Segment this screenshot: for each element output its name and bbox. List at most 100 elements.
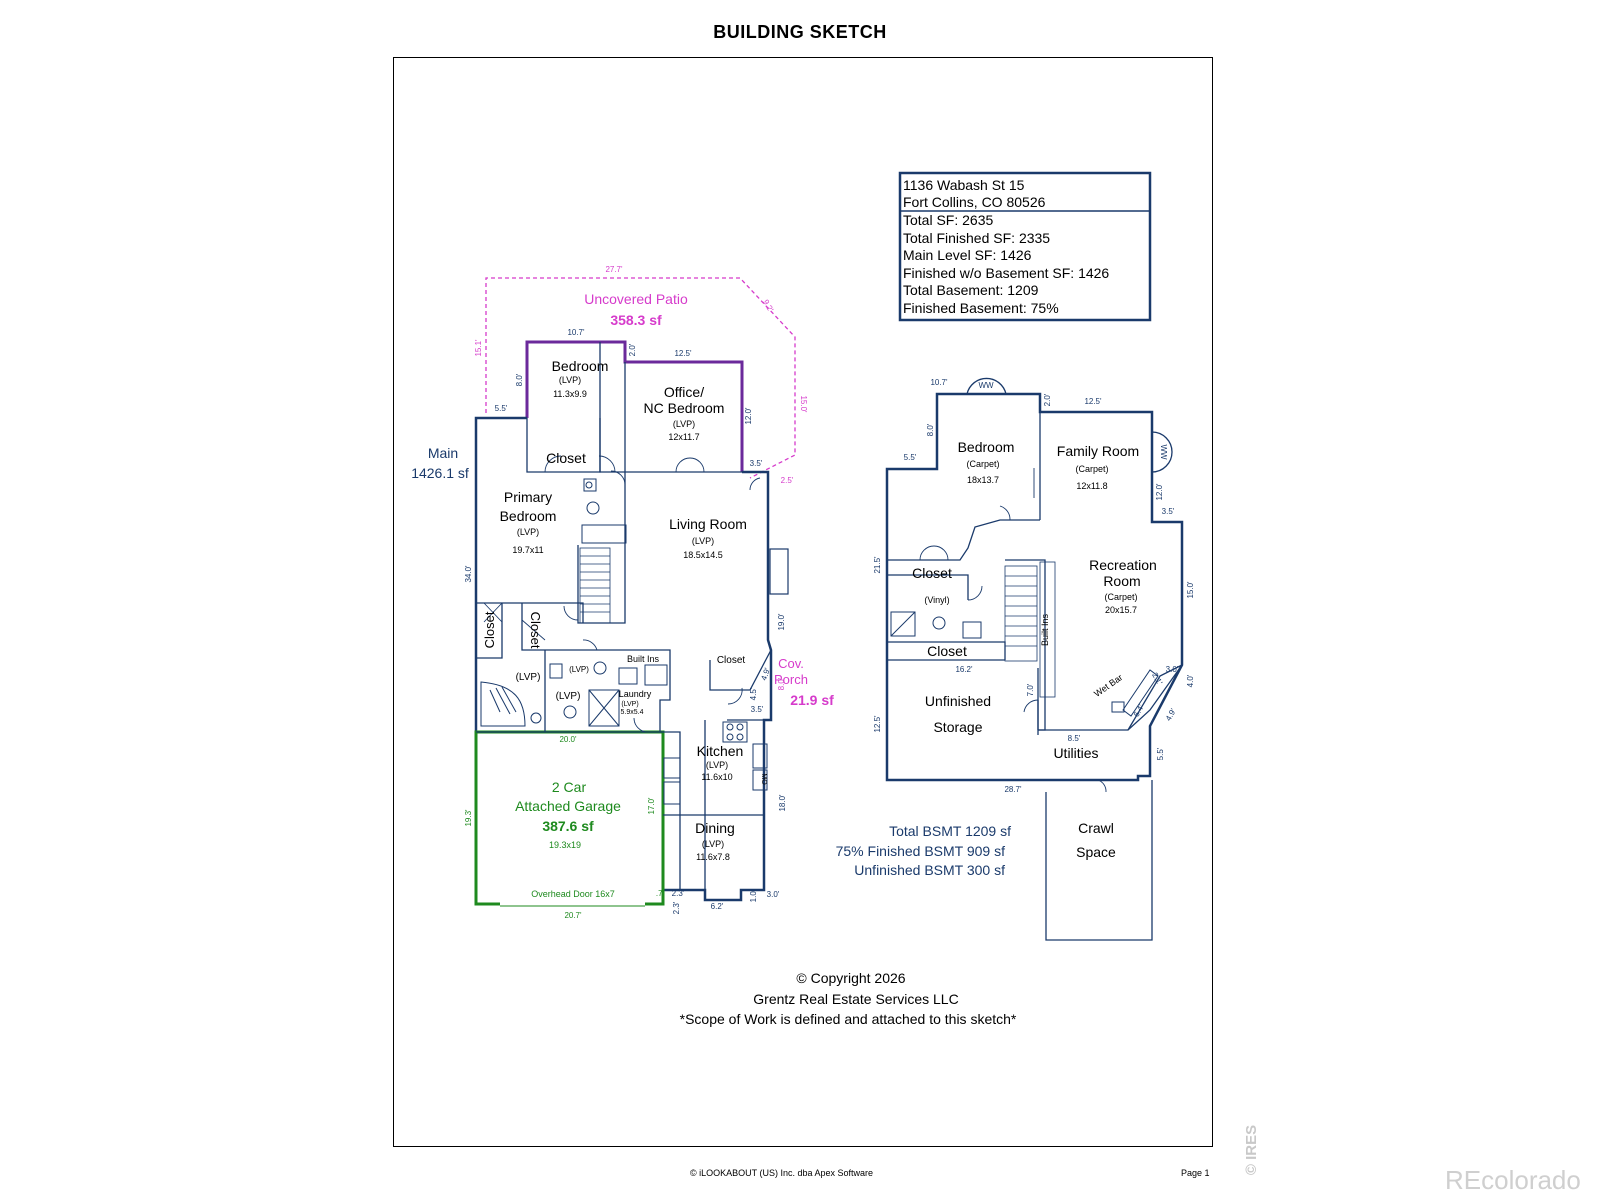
room-size: 12x11.8 [1076,481,1107,491]
porch-name: Cov. [778,656,804,671]
room-floor: (LVP) [559,375,581,385]
bsmt-summary: Total BSMT 1209 sf [889,823,1011,839]
dim-label: 2.3' [672,889,685,898]
closet-label: Closet [528,612,543,649]
dim-label: 5.5' [495,404,508,413]
room-size: 5.9x5.4 [621,709,644,716]
main-label: Main [428,445,458,461]
dim-label: 18.0' [778,794,787,812]
dim-label: 5.5' [1156,747,1165,760]
dim-label: 9.2' [761,298,775,314]
room-floor: (LVP) [692,536,714,546]
info-line: Finished Basement: 75% [903,300,1059,316]
ww-label: WW [1159,444,1168,460]
room-name: Crawl [1078,820,1114,836]
sketch-frame [393,57,1213,1147]
room-name: Office/ [664,384,704,400]
bsmt-summary: Unfinished BSMT 300 sf [854,862,1005,878]
dim-label: 15.1' [474,339,483,357]
main-wall-left [474,416,527,732]
dim-label: 27.7' [605,265,623,274]
closet-label: Closet [717,655,746,666]
room-name: Unfinished [925,693,991,709]
dim-label: 20.0' [559,735,577,744]
garage-name: Attached Garage [515,798,621,814]
dim-label: 34.0' [464,565,473,583]
copyright-line: Grentz Real Estate Services LLC [753,991,958,1007]
garage-area: 387.6 sf [542,818,594,834]
main-wall-right [663,470,773,902]
dim-label: 20.7' [564,911,582,920]
room-size: 11.3x9.9 [553,389,587,399]
dim-label: 12.5' [674,349,692,358]
room-name: Bedroom [500,508,557,524]
footer-software: © iLOOKABOUT (US) Inc. dba Apex Software [690,1168,874,1178]
room-name: Space [1076,844,1116,860]
room-name: Recreation [1089,557,1157,573]
main-dimensions: 27.7' 15.1' 9.2' 15.0' 2.5' 10.7' 8.0' 5… [464,265,808,920]
dim-label: 4.9' [1164,707,1178,723]
floor-label: (LVP) [556,691,581,702]
dim-label: 10.7' [930,378,948,387]
room-floor: (LVP) [673,419,695,429]
room-name: NC Bedroom [644,400,725,416]
room-name: Kitchen [697,743,744,759]
dim-label: 4.9' [759,666,772,681]
floor-label: (Vinyl) [924,595,949,605]
dim-label: 2.0' [628,343,637,356]
room-floor: (LVP) [706,760,728,770]
room-name: Bedroom [552,358,609,374]
dim-label: 6.2' [711,902,724,911]
garage-size: 19.3x19 [549,840,581,850]
closet-label: Closet [546,450,586,466]
dim-label: 3.5' [751,705,764,714]
dim-label: 7.0' [1026,683,1035,696]
dim-label: 12.0' [744,407,753,425]
info-line: Fort Collins, CO 80526 [903,194,1046,210]
info-line: Total Finished SF: 2335 [903,230,1050,246]
room-size: 12x11.7 [668,432,699,442]
room-floor: (Carpet) [1104,592,1137,602]
ires-watermark-text: © IRES [1243,1125,1260,1175]
built-ins-label: Built Ins [627,654,660,664]
room-size: 20x15.7 [1105,605,1137,615]
info-box: 1136 Wabash St 15 Fort Collins, CO 80526… [898,171,1152,322]
room-name: Primary [504,489,552,505]
room-size: 18x13.7 [967,475,999,485]
closet-label: Closet [927,643,967,659]
dim-label: 19.3' [464,809,473,827]
dim-label: .7' [656,889,665,898]
main-area: 1426.1 sf [411,465,469,481]
dim-label: 15.0' [1186,581,1195,599]
dim-label: 3.5' [750,459,763,468]
info-line: 1136 Wabash St 15 [903,177,1025,193]
bsmt-summary: 75% Finished BSMT 909 sf [836,843,1005,859]
main-level: Uncovered Patio 358.3 sf Main 1426.1 sf … [411,265,834,920]
closet-label: Closet [912,565,952,581]
dim-label: 8.0' [777,677,786,690]
ww-label: WW [978,381,994,390]
dim-label: 12.5' [873,715,882,733]
garage-door: Overhead Door 16x7 [531,889,615,899]
dim-label: 2.5' [781,476,794,485]
room-name: Utilities [1053,745,1098,761]
dim-label: 3.0' [767,890,780,899]
wet-bar-label: Wet Bar [1092,672,1124,699]
floor-label: (LVP) [569,665,589,674]
room-size: 11.6x10 [701,772,732,782]
room-floor: (LVP) [621,701,638,708]
dim-label: 12.0' [1155,483,1164,501]
patio-area: 358.3 sf [610,312,662,328]
patio-outline [485,277,796,479]
dim-label: 8.5' [1068,734,1081,743]
room-name: Living Room [669,516,747,532]
copyright-line: *Scope of Work is defined and attached t… [680,1011,1017,1027]
closet-label: Closet [482,611,497,648]
dim-label: 4.0' [1186,674,1195,687]
room-size: 11.6x7.8 [696,852,730,862]
room-name: Laundry [619,689,652,699]
dim-label: 3.5' [1162,507,1175,516]
info-line: Main Level SF: 1426 [903,247,1032,263]
dim-label: 16.2' [955,665,973,674]
patio-name: Uncovered Patio [584,291,688,307]
